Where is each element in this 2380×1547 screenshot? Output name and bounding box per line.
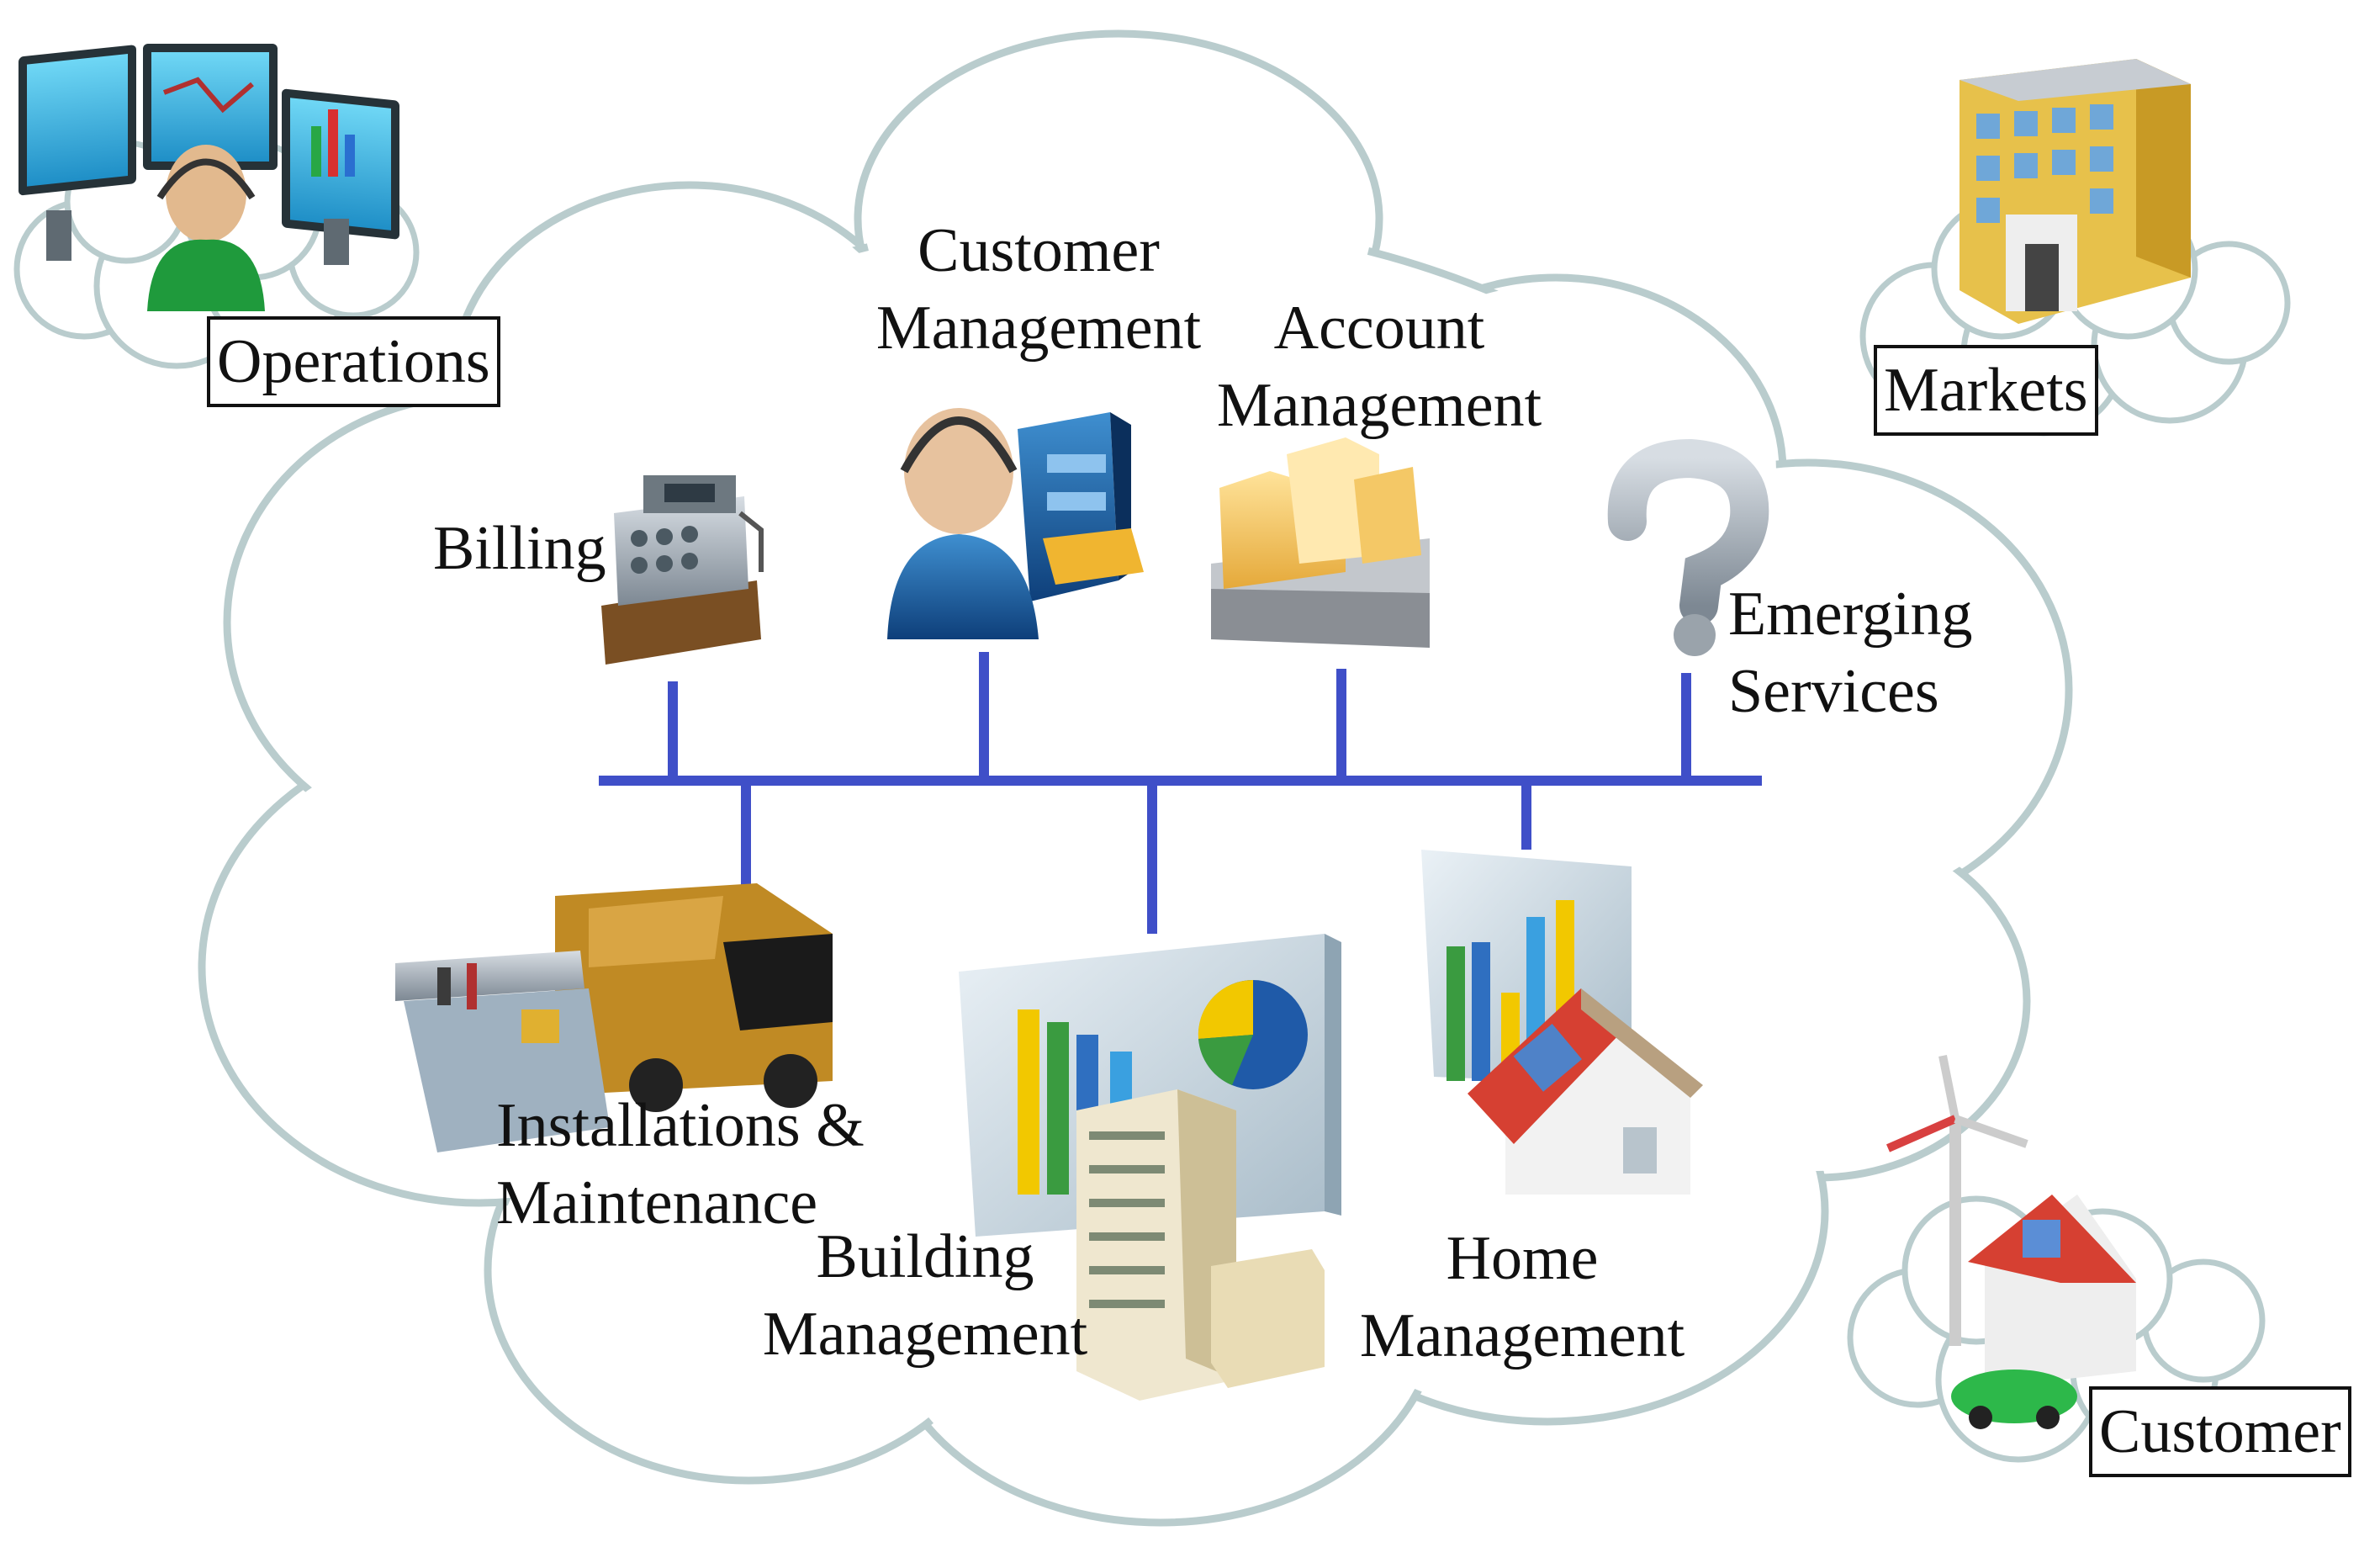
office-building-icon: [1960, 59, 2191, 324]
emerging-services-line-2: Services: [1728, 657, 1939, 726]
chart-building-icon: [959, 934, 1341, 1401]
installations-maintenance-label: Installations & Maintenance: [496, 1087, 865, 1242]
customer-management-line-1: Customer: [918, 216, 1160, 285]
operator-monitors-icon: [19, 44, 399, 311]
folder-tray-icon: [1211, 437, 1430, 648]
building-management-line-2: Management: [762, 1300, 1088, 1369]
home-management-line-1: Home: [1446, 1224, 1599, 1293]
toolbox-van-icon: [395, 883, 833, 1152]
installations-maintenance-line-2: Maintenance: [496, 1168, 818, 1237]
cash-register-icon: [601, 475, 764, 665]
customer-management-line-2: Management: [875, 294, 1202, 363]
account-management-label: Account Management: [1215, 289, 1543, 444]
house-turbine-car-icon: [1885, 1055, 2136, 1429]
customer-management-label: Customer Management: [875, 212, 1203, 367]
markets-label: Markets: [1874, 345, 2098, 436]
chart-house-icon: [1421, 850, 1703, 1195]
emerging-services-label: Emerging Services: [1728, 575, 1972, 730]
building-management-line-1: Building: [816, 1222, 1034, 1291]
question-mark-icon: [1607, 438, 1769, 656]
home-management-label: Home Management: [1354, 1220, 1690, 1375]
account-management-line-2: Management: [1216, 371, 1542, 440]
emerging-services-line-1: Emerging: [1728, 580, 1973, 649]
building-management-label: Building Management: [757, 1218, 1093, 1373]
customer-label: Customer: [2089, 1386, 2351, 1477]
account-management-line-1: Account: [1273, 294, 1485, 363]
billing-label: Billing: [433, 514, 606, 583]
home-management-line-2: Management: [1359, 1301, 1685, 1370]
network-bus: [599, 652, 1762, 934]
operations-label: Operations: [207, 316, 500, 407]
agent-file-cabinet-icon: [887, 408, 1144, 639]
installations-maintenance-line-1: Installations &: [496, 1091, 865, 1160]
